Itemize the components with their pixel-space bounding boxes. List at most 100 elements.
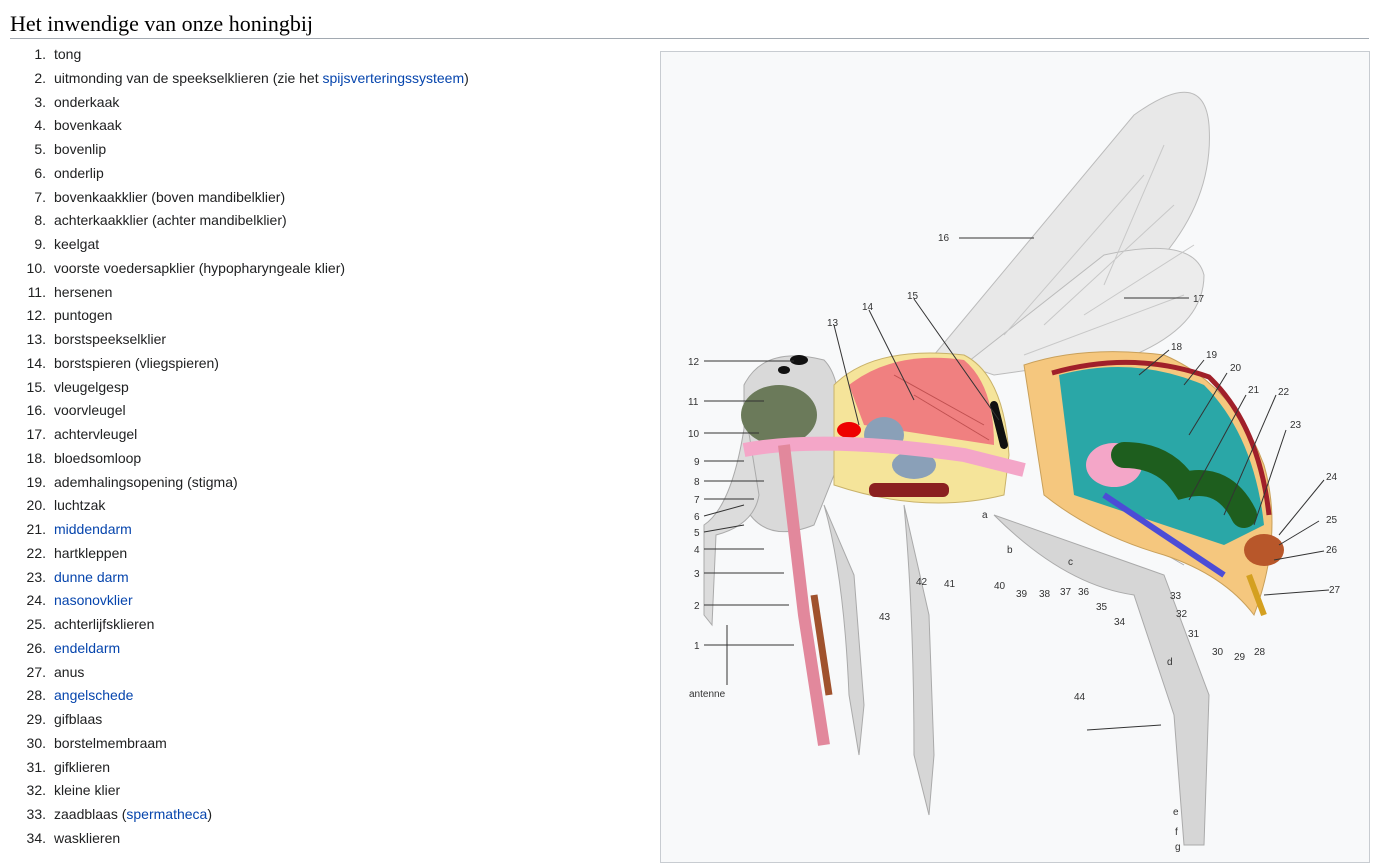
diagram-label-38: 38 bbox=[1039, 589, 1051, 600]
diagram-label-7: 7 bbox=[694, 495, 700, 506]
list-item: 10.voorste voedersapklier (hypopharyngea… bbox=[0, 257, 469, 281]
list-item-text: voorvleugel bbox=[54, 402, 126, 419]
list-item: 22.hartkleppen bbox=[0, 542, 469, 566]
list-item-number: 18. bbox=[26, 449, 46, 466]
list-item-number: 30. bbox=[26, 734, 46, 751]
wiki-link[interactable]: nasonovklier bbox=[54, 592, 133, 609]
list-item-number: 9. bbox=[34, 236, 46, 252]
diagram-label-16: 16 bbox=[938, 233, 950, 244]
list-item-number: 34. bbox=[26, 829, 46, 846]
diagram-label-40: 40 bbox=[994, 581, 1006, 592]
list-item-number: 5. bbox=[34, 141, 46, 157]
wiki-link[interactable]: endeldarm bbox=[54, 639, 121, 656]
list-item-text: vleugelgesp bbox=[54, 378, 129, 395]
diagram-label-33: 33 bbox=[1170, 591, 1182, 602]
list-item-number: 29. bbox=[26, 711, 46, 727]
list-item-number: 25. bbox=[26, 616, 46, 632]
wiki-link[interactable]: dunne darm bbox=[54, 568, 129, 585]
list-item: 4.bovenkaak bbox=[0, 114, 469, 138]
list-item-number: 10. bbox=[26, 259, 46, 276]
list-item: 30. borstelmembraam bbox=[0, 732, 469, 756]
diagram-label-44: 44 bbox=[1074, 692, 1086, 703]
list-item-text: ) bbox=[207, 806, 212, 822]
diagram-label-37: 37 bbox=[1060, 587, 1072, 598]
diagram-label-14: 14 bbox=[862, 302, 874, 313]
diagram-label-28: 28 bbox=[1254, 647, 1266, 658]
list-item-number: 32. bbox=[26, 782, 46, 799]
diagram-label-5: 5 bbox=[694, 528, 700, 539]
wiki-link[interactable]: spijsverteringssysteem bbox=[322, 69, 465, 86]
diagram-label-24: 24 bbox=[1326, 472, 1338, 483]
list-item: 6.onderlip bbox=[0, 162, 469, 186]
list-item-number: 22. bbox=[26, 544, 46, 561]
list-item: 15. vleugelgesp bbox=[0, 376, 469, 400]
list-item-text: hersenen bbox=[54, 283, 113, 300]
list-item: 3.onderkaak bbox=[0, 91, 469, 115]
section-heading: Het inwendige van onze honingbij bbox=[10, 8, 1369, 39]
list-item-text: borstelmembraam bbox=[54, 734, 167, 751]
list-item-text: achtervleugel bbox=[54, 426, 138, 442]
wiki-link[interactable]: middendarm bbox=[54, 521, 132, 537]
diagram-label-d: d bbox=[1167, 657, 1173, 668]
diagram-label-18: 18 bbox=[1171, 342, 1183, 353]
list-item-text: ) bbox=[464, 69, 469, 86]
diagram-label-41: 41 bbox=[944, 579, 956, 590]
wiki-link[interactable]: angelschede bbox=[54, 687, 134, 704]
list-item-number: 15. bbox=[26, 378, 46, 395]
list-item-number: 16. bbox=[26, 402, 46, 419]
diagram-label-43: 43 bbox=[879, 612, 891, 623]
list-item-text: gifblaas bbox=[54, 711, 103, 727]
diagram-label-1: 1 bbox=[694, 641, 700, 652]
list-item: 1.tong bbox=[0, 43, 469, 67]
diagram-label-13: 13 bbox=[827, 318, 839, 329]
list-item-text: anus bbox=[54, 663, 85, 680]
list-item-text: achterkaakklier (achter mandibelklier) bbox=[54, 212, 287, 229]
diagram-label-4: 4 bbox=[694, 545, 700, 556]
page-title: Het inwendige van onze honingbij bbox=[10, 11, 314, 36]
diagram-label-2: 2 bbox=[694, 601, 700, 612]
list-item-text: bovenkaakklier (boven mandibelklier) bbox=[54, 188, 286, 205]
list-item: 26.endeldarm bbox=[0, 637, 469, 661]
list-item-text: luchtzak bbox=[54, 497, 106, 514]
list-item: 13.borstspeekselklier bbox=[0, 328, 469, 352]
list-item: 5.bovenlip bbox=[0, 138, 469, 162]
list-item-text: onderlip bbox=[54, 164, 104, 181]
diagram-label-f: f bbox=[1175, 827, 1178, 838]
diagram-label-25: 25 bbox=[1326, 515, 1338, 526]
list-item-number: 23. bbox=[26, 568, 46, 585]
list-item: 32.kleine klier bbox=[0, 779, 469, 803]
diagram-label-31: 31 bbox=[1188, 629, 1200, 640]
diagram-label-32: 32 bbox=[1176, 609, 1188, 620]
list-item-number: 7. bbox=[34, 188, 46, 205]
list-item: 20.luchtzak bbox=[0, 494, 469, 518]
wiki-link[interactable]: spermatheca bbox=[126, 806, 208, 822]
list-item-number: 21. bbox=[26, 521, 46, 537]
diagram-label-21: 21 bbox=[1248, 385, 1260, 396]
diagram-label-36: 36 bbox=[1078, 587, 1090, 598]
list-item-number: 27. bbox=[26, 663, 46, 680]
list-item-number: 28. bbox=[26, 687, 46, 704]
diagram-label-23: 23 bbox=[1290, 420, 1302, 431]
list-item: 23. dunne darm bbox=[0, 566, 469, 590]
list-item: 27. anus bbox=[0, 661, 469, 685]
diagram-label-8: 8 bbox=[694, 477, 700, 488]
list-item: 9.keelgat bbox=[0, 233, 469, 257]
list-item-text: tong bbox=[54, 46, 82, 62]
list-item: 2.uitmonding van de speekselklieren (zie… bbox=[0, 67, 469, 91]
list-item: 17. achtervleugel bbox=[0, 423, 469, 447]
bee-anatomy-diagram: antenne 12345678910111213141516171819202… bbox=[688, 91, 1341, 853]
list-item: 25.achterlijfsklieren bbox=[0, 613, 469, 637]
diagram-label-10: 10 bbox=[688, 429, 700, 440]
list-item-number: 17. bbox=[26, 426, 46, 442]
list-item-text: onderkaak bbox=[54, 93, 120, 110]
diagram-label-6: 6 bbox=[694, 512, 700, 523]
diagram-label-17: 17 bbox=[1193, 294, 1205, 305]
diagram-label-9: 9 bbox=[694, 457, 700, 468]
list-item: 8.achterkaakklier (achter mandibelklier) bbox=[0, 209, 469, 233]
diagram-label-g: g bbox=[1175, 842, 1181, 853]
list-item-number: 12. bbox=[26, 307, 46, 324]
diagram-label-29: 29 bbox=[1234, 652, 1246, 663]
